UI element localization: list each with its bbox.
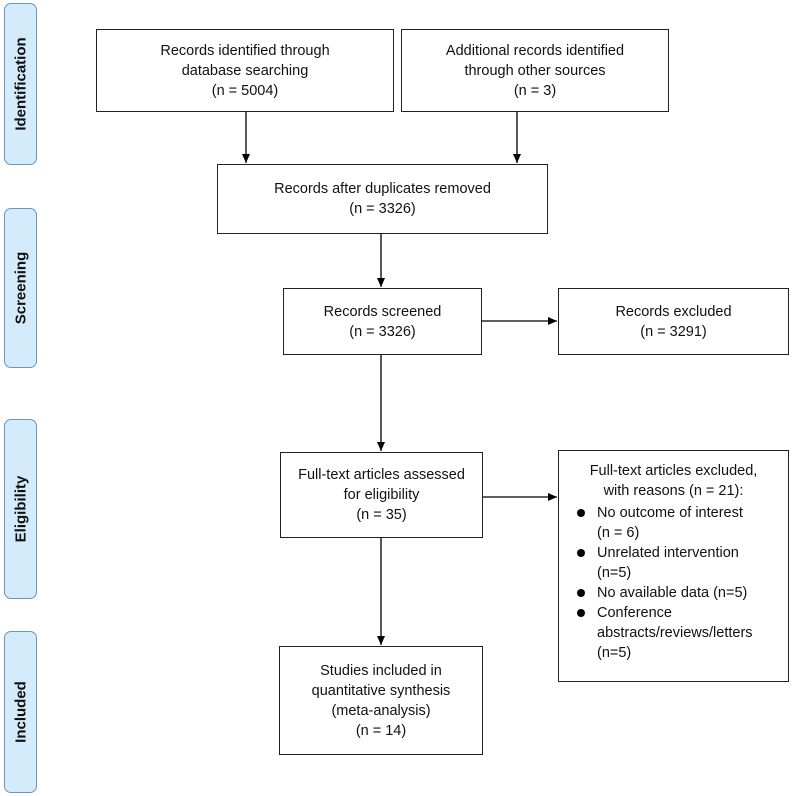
excluded-line1: Records excluded: [615, 303, 732, 320]
reason-item: No outcome of interest (n = 6): [565, 503, 782, 543]
included-line1: Studies included in: [320, 662, 442, 679]
database-line2: database searching: [181, 62, 309, 79]
duplicates-count: (n = 3326): [349, 201, 416, 217]
database-line1: Records identified through: [160, 42, 330, 59]
screened-count: (n = 3326): [349, 323, 416, 340]
phase-identification: Identification: [4, 3, 37, 165]
reason-text: Unrelated intervention: [597, 545, 739, 561]
fulltext-count: (n = 35): [356, 507, 407, 523]
included-line3: (meta-analysis): [331, 702, 431, 719]
fulltext-excluded-line2: with reasons (n = 21):: [603, 483, 744, 499]
fulltext-excluded-line1: Full-text articles excluded,: [589, 463, 758, 479]
included-line2: quantitative synthesis: [311, 682, 451, 699]
box-studies-included: Studies included in quantitative synthes…: [279, 646, 483, 755]
reason-text: No outcome of interest: [597, 505, 743, 521]
box-records-screened: Records screened (n = 3326): [283, 288, 482, 355]
fulltext-line2: for eligibility: [343, 487, 420, 503]
excluded-count: (n = 3291): [640, 323, 707, 340]
box-records-excluded: Records excluded (n = 3291): [558, 288, 789, 355]
fulltext-line1: Full-text articles assessed: [298, 467, 465, 483]
included-count: (n = 14): [355, 722, 407, 739]
box-fulltext-assessed: Full-text articles assessed for eligibil…: [280, 452, 483, 538]
box-other-sources: Additional records identified through ot…: [401, 29, 669, 112]
screened-line1: Records screened: [323, 303, 442, 320]
reason-text: Conference: [597, 605, 672, 621]
box-duplicates-removed: Records after duplicates removed (n = 33…: [217, 164, 548, 234]
reason-text: No available data (n=5): [597, 585, 748, 601]
box-database-records: Records identified through database sear…: [96, 29, 394, 112]
duplicates-line1: Records after duplicates removed: [274, 181, 491, 197]
reason-count: (n=5): [597, 565, 632, 581]
reason-count: (n=5): [597, 645, 632, 661]
database-count: (n = 5004): [211, 82, 279, 99]
reason-item: Unrelated intervention (n=5): [565, 543, 782, 583]
phase-eligibility: Eligibility: [4, 419, 37, 599]
reason-text-cont: abstracts/reviews/letters: [597, 625, 753, 641]
reason-item: No available data (n=5): [565, 583, 782, 603]
other-count: (n = 3): [513, 82, 557, 99]
reason-count: (n = 6): [597, 525, 640, 541]
exclusion-reasons-list: No outcome of interest (n = 6) Unrelated…: [565, 503, 782, 663]
other-line2: through other sources: [464, 62, 606, 79]
reason-item: Conference abstracts/reviews/letters (n=…: [565, 603, 782, 663]
box-fulltext-excluded: Full-text articles excluded, with reason…: [558, 450, 789, 682]
phase-included: Included: [4, 631, 37, 793]
other-line1: Additional records identified: [445, 42, 625, 59]
phase-screening: Screening: [4, 208, 37, 368]
